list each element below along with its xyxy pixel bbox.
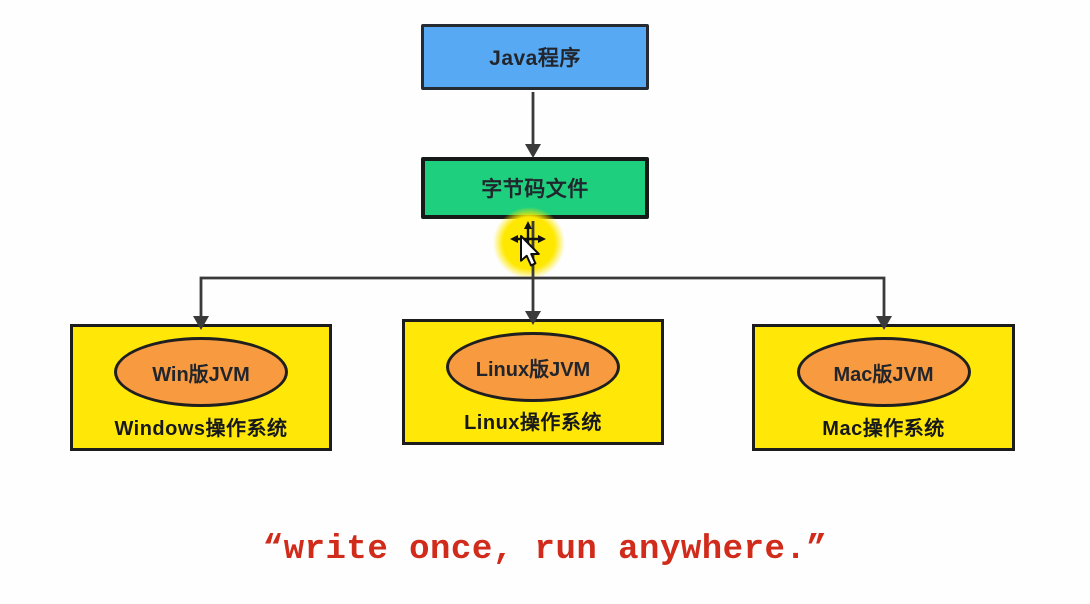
jvm-ellipse-linux: Linux版JVM [446, 332, 620, 402]
jvm-label-mac: Mac版JVM [833, 363, 934, 386]
jvm-ellipse-mac: Mac版JVM [796, 337, 971, 407]
connector-bytecode-to-platforms [193, 221, 892, 330]
os-label-mac: Mac操作系统 [822, 418, 945, 440]
java-program-label: Java程序 [489, 47, 581, 70]
platform-box-linux: Linux版JVM Linux操作系统 [402, 319, 664, 445]
bytecode-file-node: 字节码文件 [421, 157, 649, 219]
jvm-label-windows: Win版JVM [152, 363, 250, 386]
connector-java-to-bytecode [525, 92, 541, 158]
mouse-pointer-icon [520, 235, 540, 267]
os-label-windows: Windows操作系统 [114, 418, 288, 440]
os-label-linux: Linux操作系统 [464, 412, 602, 434]
bytecode-file-label: 字节码文件 [481, 178, 589, 201]
platform-box-windows: Win版JVM Windows操作系统 [70, 324, 332, 451]
jvm-label-linux: Linux版JVM [475, 358, 591, 381]
caption-quote: “write once, run anywhere.” [262, 531, 828, 569]
platform-box-mac: Mac版JVM Mac操作系统 [752, 324, 1015, 451]
move-cursor-icon [510, 221, 546, 257]
java-program-node: Java程序 [421, 24, 649, 90]
jvm-ellipse-windows: Win版JVM [114, 337, 288, 407]
